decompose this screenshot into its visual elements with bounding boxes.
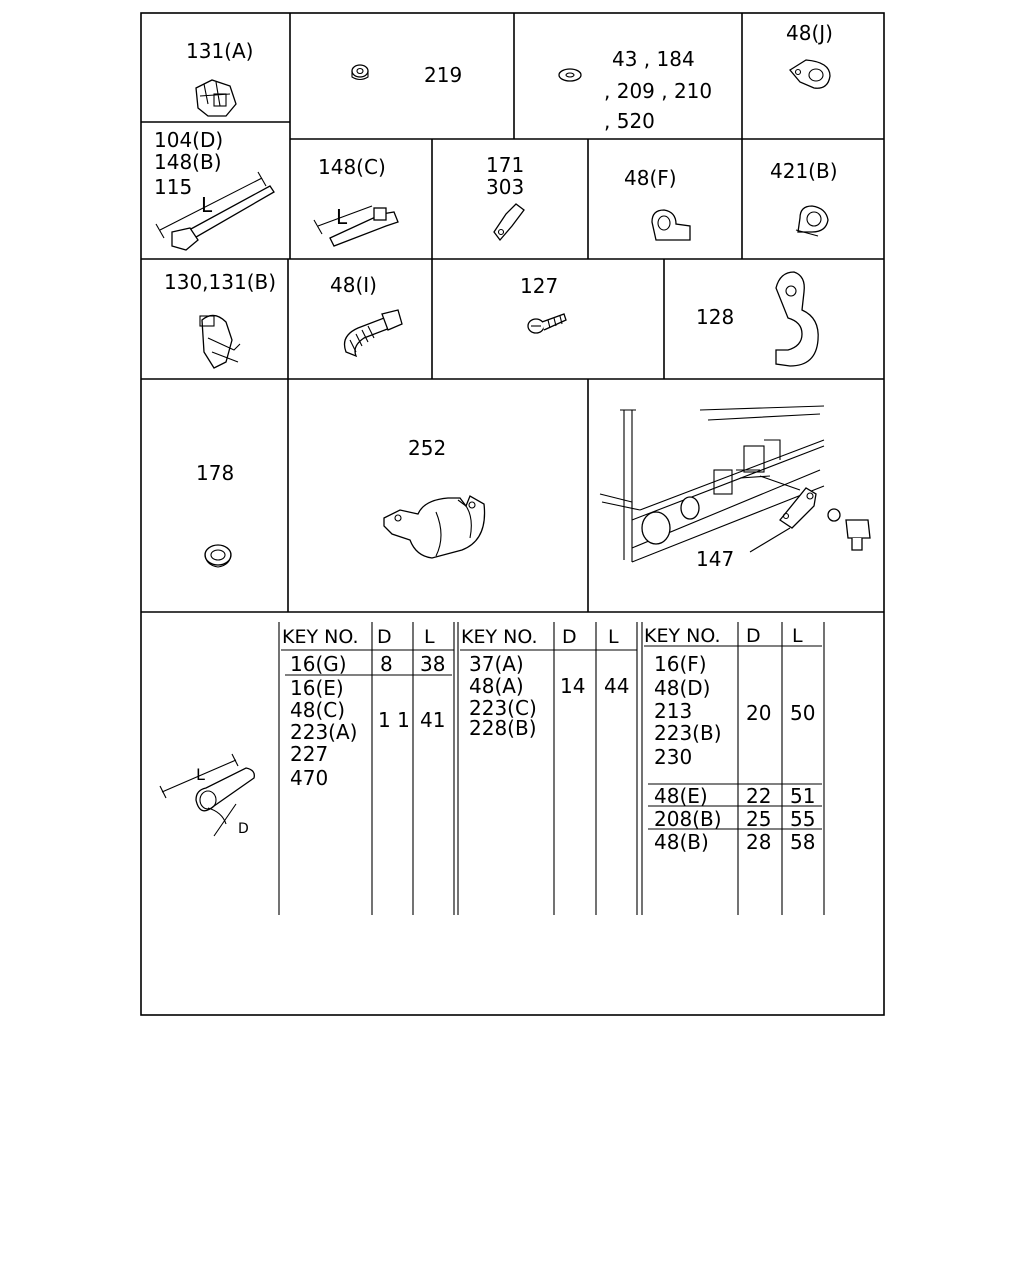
label-520: , 520 (604, 109, 655, 133)
label-171: 171 (486, 153, 525, 177)
table3-d: 25 (746, 807, 772, 831)
label-48i: 48(I) (330, 273, 377, 297)
table3-key: 213 (654, 699, 693, 723)
table3-key: 223(B) (654, 721, 722, 745)
table3-header-key: KEY NO. (644, 625, 721, 647)
table2-key: 48(A) (469, 674, 524, 698)
table3-key: 48(E) (654, 784, 708, 808)
table3-d: 20 (746, 701, 772, 725)
label-148c: 148(C) (318, 155, 386, 179)
label-421b: 421(B) (770, 159, 838, 183)
screw-127-illustration (527, 313, 567, 334)
label-209-210: , 209 , 210 (604, 79, 713, 103)
strap-104d-illustration (155, 171, 275, 251)
table3-key: 16(F) (654, 652, 707, 676)
table-ruling (278, 622, 825, 915)
outer-frame (140, 12, 885, 1016)
tie-148c-illustration (313, 205, 399, 247)
label-115: 115 (154, 175, 193, 199)
table1-key: 48(C) (290, 698, 346, 722)
table3-key: 208(B) (654, 807, 722, 831)
label-48j: 48(J) (786, 21, 833, 45)
table2-l: 44 (604, 674, 630, 698)
label-128: 128 (696, 305, 735, 329)
dimension-d-label: D (238, 821, 249, 837)
table2-key: 223(C) (469, 696, 537, 720)
pclamp-128-illustration (775, 271, 819, 367)
table2-d: 14 (560, 674, 586, 698)
table2-key: 37(A) (469, 652, 524, 676)
table1-d: 1 1 (378, 708, 410, 732)
dimension-l-label: L (196, 765, 205, 784)
washer-43-illustration (558, 68, 582, 82)
table3-d: 22 (746, 784, 772, 808)
table3-l: 51 (790, 784, 816, 808)
table3-key: 48(B) (654, 830, 709, 854)
table3-key: 48(D) (654, 676, 711, 700)
bracket-252-illustration (383, 495, 486, 559)
frame-assembly-147-illustration (599, 405, 871, 563)
table3-l: 55 (790, 807, 816, 831)
nut-219-illustration (351, 64, 369, 81)
table3-l: 58 (790, 830, 816, 854)
clamp-48j-illustration (789, 59, 831, 89)
table1-d: 8 (380, 652, 393, 676)
clip-131a-illustration (195, 79, 237, 117)
band-48i-illustration (343, 309, 403, 358)
label-104d: 104(D) (154, 128, 224, 152)
clamp-48f-illustration (651, 209, 691, 241)
table2-header-d: D (562, 626, 577, 648)
label-178: 178 (196, 461, 235, 485)
table3-header-d: D (746, 625, 761, 647)
table1-key: 227 (290, 742, 329, 766)
table1-header-d: D (377, 626, 392, 648)
grommet-178-illustration (204, 544, 232, 568)
table3-d: 28 (746, 830, 772, 854)
clamp-421b-illustration (795, 205, 829, 237)
table2-header-l: L (608, 626, 619, 648)
clip-130-illustration (199, 314, 241, 369)
table3-key: 230 (654, 745, 693, 769)
table1-key: 16(E) (290, 676, 344, 700)
label-303: 303 (486, 175, 525, 199)
label-127: 127 (520, 274, 559, 298)
label-252: 252 (408, 436, 447, 460)
table1-key: 470 (290, 766, 329, 790)
table1-l: 38 (420, 652, 446, 676)
label-219: 219 (424, 63, 463, 87)
label-48f: 48(F) (624, 166, 677, 190)
table1-key: 223(A) (290, 720, 358, 744)
table2-key: 228(B) (469, 716, 537, 740)
dimension-l-label: L (336, 205, 348, 229)
bracket-171-illustration (493, 203, 525, 242)
label-147: 147 (696, 547, 735, 571)
label-131a: 131(A) (186, 39, 254, 63)
clamp-dimension-illustration (159, 753, 255, 837)
table3-l: 50 (790, 701, 816, 725)
table3-header-l: L (792, 625, 803, 647)
label-43-184: 43 , 184 (612, 47, 695, 71)
table1-key: 16(G) (290, 652, 347, 676)
dimension-l-label: L (201, 193, 213, 217)
label-148b: 148(B) (154, 150, 222, 174)
table1-header-key: KEY NO. (282, 626, 359, 648)
table2-header-key: KEY NO. (461, 626, 538, 648)
label-130-131b: 130,131(B) (164, 270, 277, 294)
table1-l: 41 (420, 708, 446, 732)
table1-header-l: L (424, 626, 435, 648)
